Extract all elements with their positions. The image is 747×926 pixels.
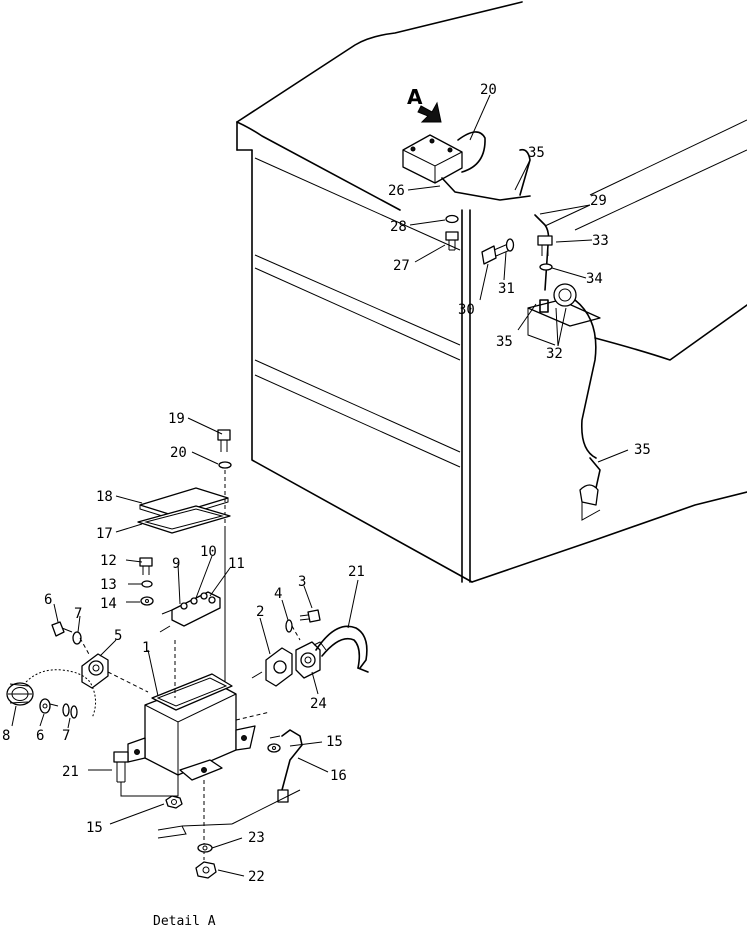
callout-28: 28 [390,219,407,235]
screw-washer-right [285,609,321,641]
view-arrow [417,101,442,123]
callout-9: 9 [172,556,180,572]
screw-washer-upper [51,621,91,657]
detail-caption: Detail A [153,914,216,926]
machine-body [236,1,747,583]
cover-bolt [217,429,232,700]
callout-35-upper: 35 [528,145,545,161]
callout-19: 19 [168,411,185,427]
callout-33: 33 [592,233,609,249]
callout-2: 2 [256,604,264,620]
callout-25-lower: 21 [348,564,365,580]
nut-washer-bottom [195,843,217,879]
callout-32: 32 [546,346,563,362]
mount-bolt [113,730,179,797]
callout-12: 12 [100,553,117,569]
callout-24: 24 [310,696,327,712]
callout-15-left: 15 [86,820,103,836]
callout-13: 13 [100,577,117,593]
main-box [127,530,271,860]
callout-20: 20 [170,445,187,461]
callout-3: 3 [298,574,306,590]
callout-10: 10 [200,544,217,560]
hose-lower [315,625,369,673]
connector-right [251,641,327,687]
callout-6-upper: 6 [44,592,52,608]
callout-labels: A 20 35 26 28 27 29 33 34 30 31 35 32 35… [2,82,651,926]
callout-17: 17 [96,526,113,542]
callout-35-mid: 35 [496,334,513,350]
callout-34: 34 [586,271,603,287]
callout-26: 26 [388,183,405,199]
view-a-label: A [407,85,423,109]
callout-5: 5 [114,628,122,644]
callout-1: 1 [142,640,150,656]
nut-left [165,795,183,809]
callout-27: 27 [393,258,410,274]
callout-30: 30 [458,302,475,318]
ground-wire [267,729,303,803]
base-plate [157,789,301,839]
leader-lines [11,94,629,877]
cover-plate [137,487,231,534]
callout-18: 18 [96,489,113,505]
callout-8: 8 [2,728,10,744]
callout-16: 16 [330,768,347,784]
callout-4: 4 [274,586,282,602]
callout-11: 11 [228,556,245,572]
callout-35-lower: 35 [634,442,651,458]
upper-fasteners [445,214,553,271]
callout-21: 21 [62,764,79,780]
callout-7-upper: 7 [74,606,82,622]
callout-7-lower: 7 [62,728,70,744]
callout-6-lower: 6 [36,728,44,744]
terminal-block [159,591,221,633]
dust-cap-chain [6,669,96,719]
connector-left [81,653,149,693]
small-screws [139,557,154,606]
callout-29: 29 [590,193,607,209]
callout-14: 14 [100,596,117,612]
callout-22: 22 [248,869,265,885]
callout-31: 31 [498,281,515,297]
callout-15-right: 15 [326,734,343,750]
relay-box-top [402,131,601,506]
callout-25-upper: 20 [480,82,497,98]
callout-23: 23 [248,830,265,846]
